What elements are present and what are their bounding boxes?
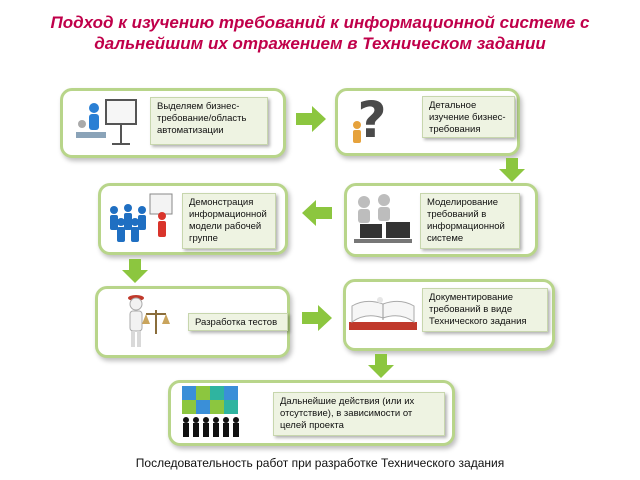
diagram-caption: Последовательность работ при разработке …: [135, 456, 505, 470]
open-book-icon: [349, 297, 417, 330]
step-label-1: Выделяем бизнес- требование/область авто…: [150, 97, 268, 145]
step-label-6: Документирование требований в виде Техни…: [422, 288, 548, 332]
computer-operators-icon: [354, 194, 412, 243]
step-label-7: Дальнейшие действия (или их отсутствие),…: [273, 392, 445, 436]
arrow-right-1: [296, 106, 326, 132]
svg-text:?: ?: [357, 91, 386, 149]
question-mark-icon: ?: [353, 91, 387, 149]
arrow-left-1: [302, 200, 332, 226]
presentation-board-icon: [76, 99, 137, 145]
step-label-5: Разработка тестов: [188, 313, 288, 331]
arrow-down-1: [499, 158, 525, 182]
scales-figure-icon: [128, 295, 170, 347]
arrow-down-3: [368, 354, 394, 378]
step-label-2: Детальное изучение бизнес- требования: [422, 96, 515, 138]
workgroup-meeting-icon: [110, 193, 173, 242]
diagram-title: Подход к изучению требований к информаци…: [50, 13, 590, 53]
step-label-4: Демонстрация информационной модели рабоч…: [182, 193, 276, 249]
arrow-right-2: [302, 305, 332, 331]
puzzle-team-icon: [182, 386, 239, 437]
arrow-down-2: [122, 259, 148, 283]
step-label-3: Моделирование требований в информационно…: [420, 193, 520, 249]
